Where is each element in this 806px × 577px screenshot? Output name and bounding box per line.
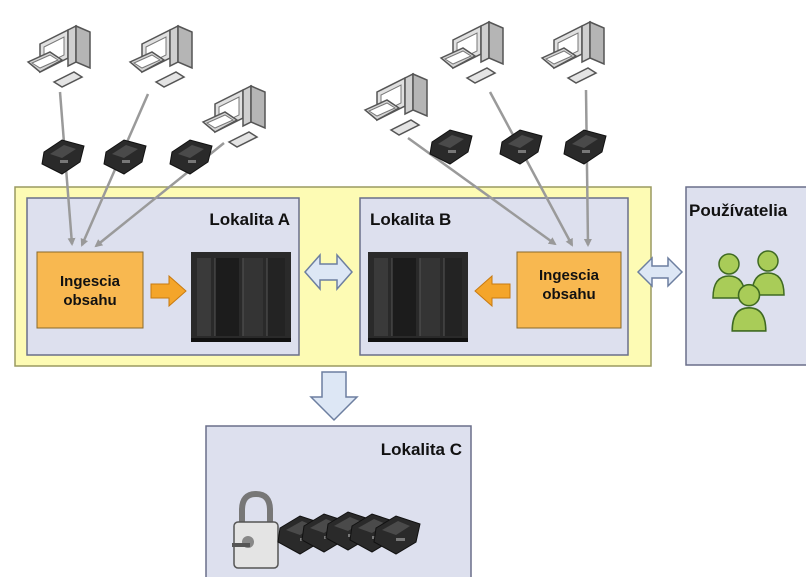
double-arrow-users	[636, 256, 684, 288]
workstation-icon	[364, 73, 428, 136]
storage-server-icon	[367, 251, 469, 343]
workstation-icon	[27, 25, 91, 88]
workstation-icon	[541, 21, 605, 84]
users-panel	[685, 186, 806, 366]
tape-cartridge-icon	[169, 139, 213, 175]
tape-cartridge-icon	[103, 139, 147, 175]
ingest-label-b-line1: Ingescia	[539, 267, 600, 284]
site-c-label: Lokalita C	[381, 440, 462, 459]
workstation-icon	[129, 25, 193, 88]
ingest-box-a: Ingescia obsahu	[36, 251, 144, 329]
site-a-label: Lokalita A	[209, 210, 290, 229]
tape-cartridge-icon	[563, 129, 607, 165]
ingest-label-a-line1: Ingescia	[60, 273, 121, 290]
down-arrow-c	[309, 371, 359, 422]
ingest-box-b: Ingescia obsahu	[516, 251, 622, 329]
workstation-icon	[202, 85, 266, 148]
users-label: Používatelia	[689, 201, 788, 220]
tape-cartridge-icon	[499, 129, 543, 165]
double-arrow-ab	[303, 253, 354, 291]
tape-cartridge-icon	[41, 139, 85, 175]
orange-arrow-a	[150, 274, 187, 308]
connector-line	[488, 91, 574, 247]
ingest-label-a-line2: obsahu	[63, 292, 116, 309]
ingest-label-b-line2: obsahu	[542, 286, 595, 303]
tape-cartridge-icon	[277, 511, 421, 555]
orange-arrow-b	[474, 274, 511, 308]
connector-line	[583, 89, 592, 247]
workstation-icon	[440, 21, 504, 84]
padlock-icon	[232, 490, 279, 569]
site-b-label: Lokalita B	[370, 210, 451, 229]
storage-server-icon	[190, 251, 292, 343]
